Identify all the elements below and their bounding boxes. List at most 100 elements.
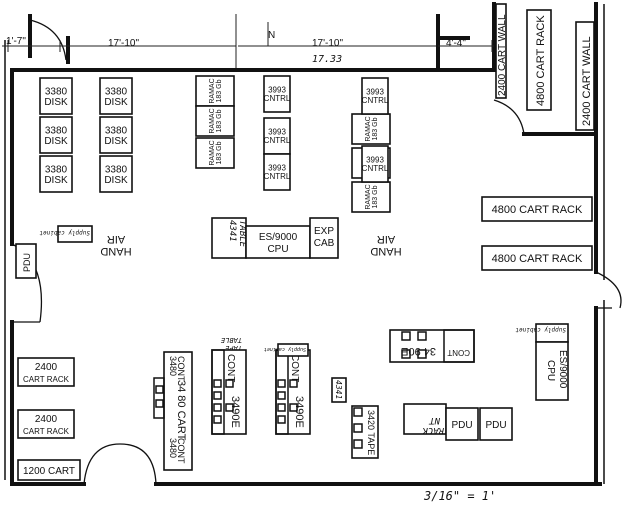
table-4341-small: 4341 <box>331 377 347 403</box>
walls <box>4 2 605 486</box>
exp-cab-line1: EXP <box>314 226 334 237</box>
nt-rack: NT RACK <box>403 403 447 435</box>
tape-square-7 <box>277 379 286 388</box>
svg-text:4341: 4341 <box>334 380 343 399</box>
svg-text:CONT: CONT <box>289 354 300 382</box>
ramac-unit-6-label: RAMAC183 Gb <box>365 184 379 209</box>
tape-square-14 <box>155 399 164 408</box>
cpu-es9000-center: ES/9000 CPU <box>245 225 311 259</box>
dimension-lines <box>2 14 494 68</box>
svg-text:CPU: CPU <box>545 360 556 381</box>
ramac-unit-6: RAMAC183 Gb <box>351 181 391 213</box>
cart-rack-4800-2: 4800 CART RACK <box>481 245 593 271</box>
cart-wall-right-label: 2400 CART WALL <box>581 36 593 126</box>
tape-3490e-side: 34 90E CONT <box>389 329 475 363</box>
pdu-left-label: PDU <box>22 253 32 272</box>
ramac-unit-1-label: RAMAC183 Gb <box>209 78 223 103</box>
cart-rack-2400-2: 2400 CART RACK <box>17 409 75 439</box>
svg-text:3420 TAPE: 3420 TAPE <box>366 410 376 455</box>
svg-text:3480: 3480 <box>168 438 178 458</box>
svg-text:CONT: CONT <box>225 354 236 382</box>
dim-span-a: 17'-10" <box>108 38 139 49</box>
dim-span-b: 17'-10" <box>312 38 343 49</box>
pdu-right: PDU <box>479 407 513 441</box>
tape-3420: 3420 TAPE <box>351 405 379 459</box>
tape-square-3 <box>213 403 222 412</box>
ramac-unit-2: RAMAC183 Gb <box>195 105 235 137</box>
svg-text:Supply cabinet: Supply cabinet <box>515 326 566 333</box>
tape-square-8 <box>277 391 286 400</box>
supply-cabinet-mid: Supply cabinet <box>264 343 309 357</box>
tape-square-5 <box>225 379 234 388</box>
tape-square-12 <box>289 403 298 412</box>
cart-rack-4800-1-label: 4800 CART RACK <box>492 204 583 216</box>
exp-cab: EXP CAB <box>309 217 339 259</box>
cart-rack-4800-vertical: 4800 CART RACK <box>526 9 552 111</box>
svg-text:CONT: CONT <box>176 438 186 464</box>
cart-wall-left: 2400 CART WALL <box>495 3 508 99</box>
svg-text:CONT: CONT <box>447 348 470 357</box>
svg-text:TAPE: TAPE <box>224 344 242 352</box>
cart-rack-4800-1: 4800 CART RACK <box>481 196 593 222</box>
cart-rack-4800-2-label: 4800 CART RACK <box>492 253 583 265</box>
dim-left-corner: 1'-7" <box>6 36 26 47</box>
supply-cabinet-left: Supply cabinet <box>39 225 93 243</box>
ramac-unit-3: RAMAC183 Gb <box>195 137 235 169</box>
cart-1200-label: 1200 CART <box>23 466 75 477</box>
svg-text:ES/9000: ES/9000 <box>557 350 568 389</box>
svg-text:34 90E: 34 90E <box>401 345 436 357</box>
ramac-unit-1: RAMAC183 Gb <box>195 75 235 107</box>
supply-cabinet-right: Supply cabinet <box>515 323 569 343</box>
cart-1200: 1200 CART <box>17 459 81 481</box>
tape-square-4 <box>213 415 222 424</box>
tape-squares <box>155 379 298 424</box>
cart-rack-2400-1-line1: 2400 <box>35 362 58 373</box>
tape-square-2 <box>213 391 222 400</box>
svg-text:RACK: RACK <box>422 425 444 435</box>
svg-text:Supply cabinet: Supply cabinet <box>264 346 306 352</box>
ramac-unit-2-label: RAMAC183 Gb <box>209 108 223 133</box>
dim-right-span: 4'-4" <box>446 38 466 49</box>
cart-wall-left-label: 2400 CART WALL <box>497 14 508 96</box>
svg-text:PDU: PDU <box>451 420 472 431</box>
tape-square-10 <box>277 415 286 424</box>
tape-table-1: TAPE TABLE <box>220 336 242 352</box>
cart-rack-4800-vertical-label: 4800 CART RACK <box>535 15 547 106</box>
svg-text:CONT: CONT <box>176 356 186 382</box>
tape-square-9 <box>277 403 286 412</box>
cpu-es9000-center-line1: ES/9000 <box>259 232 298 243</box>
tape-square-6 <box>225 403 234 412</box>
cart-wall-right: 2400 CART WALL <box>575 21 595 131</box>
tape-square-13 <box>155 385 164 394</box>
north-mark: N <box>268 30 275 41</box>
supply-cabinet-left-label: Supply cabinet <box>39 229 90 236</box>
table-4341: 4341TABLE <box>211 217 247 259</box>
svg-text:34 80 CART: 34 80 CART <box>175 380 187 441</box>
tape-square-11 <box>289 379 298 388</box>
